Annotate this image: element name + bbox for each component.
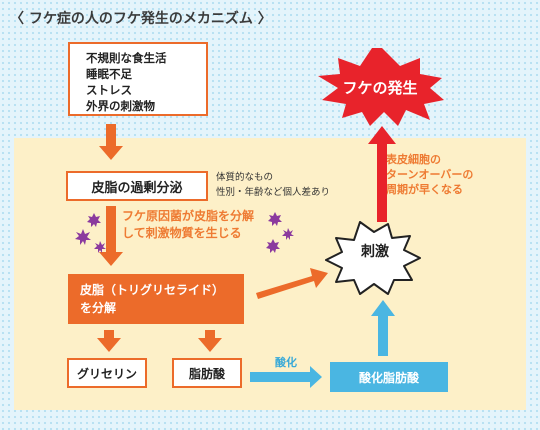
mechanism-note-line-1: フケ原因菌が皮脂を分解 <box>122 209 255 223</box>
arrow-triglyceride-to-glycerin <box>97 330 121 352</box>
arrow-oxidized-to-stimulus <box>371 300 395 356</box>
arrow-triglyceride-to-stimulus <box>256 268 328 299</box>
glycerin-box: グリセリン <box>67 358 147 388</box>
bacteria-icon <box>87 213 101 227</box>
bacteria-icon <box>94 241 106 253</box>
bacteria-icon <box>282 228 294 240</box>
causes-box: 不規則な食生活 睡眠不足 ストレス 外界の刺激物 <box>68 42 208 116</box>
fatty-acid-label: 脂肪酸 <box>188 366 225 381</box>
individual-note: 体質的なもの 性別・年齢など個人差あり <box>216 170 330 200</box>
cause-stress: ストレス <box>86 83 132 97</box>
arrow-causes-to-sebum <box>99 124 123 160</box>
dandruff-burst-shape <box>318 48 444 126</box>
cause-irregular-diet: 不規則な食生活 <box>86 51 167 65</box>
arrow-stimulus-to-dandruff <box>368 126 396 222</box>
bacteria-icon <box>266 239 280 253</box>
triglyceride-box: 皮脂（トリグリセライド） を分解 <box>68 274 244 324</box>
stimulus-burst-shape <box>325 221 421 295</box>
glycerin-label: グリセリン <box>76 366 137 381</box>
arrow-sebum-to-triglyceride <box>99 206 123 266</box>
triglyceride-line-1: 皮脂（トリグリセライド） <box>80 283 225 297</box>
bacteria-icon <box>268 212 282 226</box>
cause-external-irritants: 外界の刺激物 <box>86 99 155 113</box>
bacteria-icons <box>75 212 294 253</box>
mechanism-note-line-2: して刺激物質を生じる <box>122 226 242 240</box>
stimulus-label: 刺激 <box>361 244 389 260</box>
turnover-note-line-2: ターンオーバーの <box>386 168 474 181</box>
fatty-acid-box: 脂肪酸 <box>172 358 242 388</box>
individual-note-line-2: 性別・年齢など個人差あり <box>216 187 331 198</box>
cause-lack-of-sleep: 睡眠不足 <box>86 67 132 81</box>
arrow-oxidation <box>250 366 322 388</box>
dandruff-label: フケの発生 <box>342 79 418 97</box>
sebum-secretion-label: 皮脂の過剰分泌 <box>91 180 183 196</box>
oxidized-fatty-acid-box: 酸化脂肪酸 <box>330 362 448 392</box>
turnover-note-line-1: 表皮細胞の <box>386 153 441 166</box>
sebum-secretion-box: 皮脂の過剰分泌 <box>66 171 208 201</box>
bacteria-icon <box>75 229 91 245</box>
turnover-note: 表皮細胞の ターンオーバーの 周期が早くなる <box>386 152 473 197</box>
turnover-note-line-3: 周期が早くなる <box>386 183 463 196</box>
oxidized-fatty-acid-label: 酸化脂肪酸 <box>358 370 419 385</box>
diagram-title: 〈 フケ症の人のフケ発生のメカニズム 〉 <box>10 11 272 27</box>
individual-note-line-1: 体質的なもの <box>216 172 274 183</box>
mechanism-note: フケ原因菌が皮脂を分解 して刺激物質を生じる <box>122 208 254 242</box>
arrow-triglyceride-to-fatty-acid <box>198 330 222 352</box>
triglyceride-line-2: を分解 <box>80 301 117 315</box>
oxidation-label: 酸化 <box>275 356 297 369</box>
